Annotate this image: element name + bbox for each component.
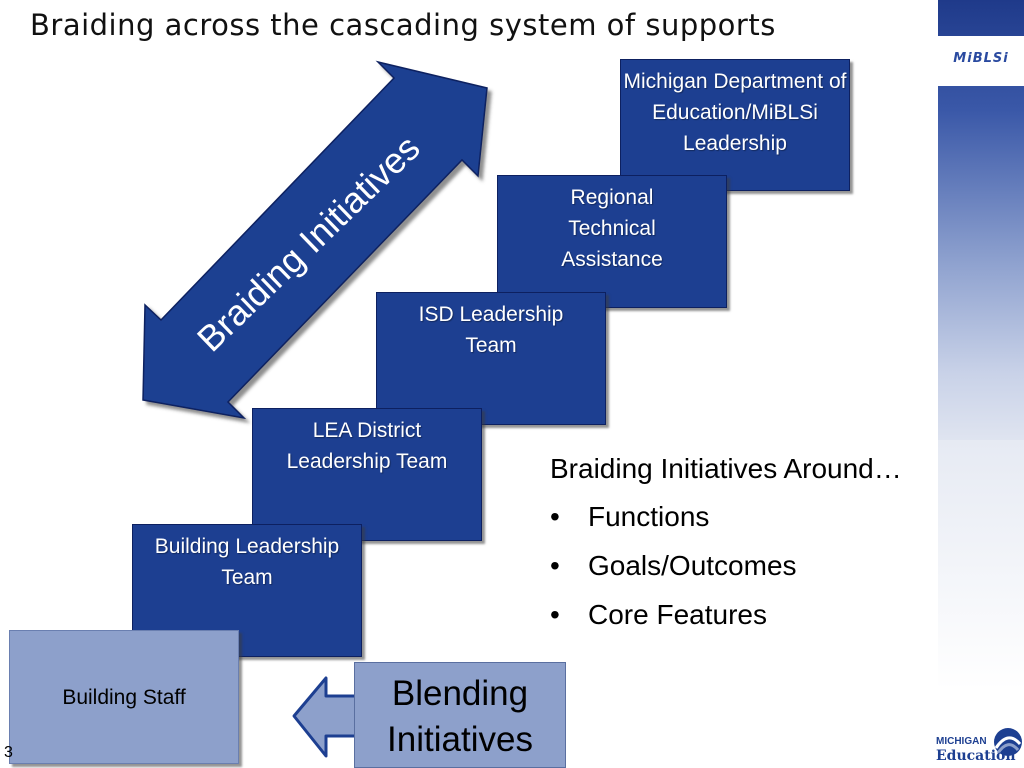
step-label: LEA District Leadership Team (286, 419, 448, 473)
step-box-regional: Regional Technical Assistance (497, 175, 727, 308)
bullet-heading: Braiding Initiatives Around… (550, 453, 902, 484)
step-label: Building Staff (62, 685, 186, 709)
slide-title: Braiding across the cascading system of … (30, 8, 776, 42)
bullet-text: Functions (588, 501, 710, 532)
step-box-isd: ISD Leadership Team (376, 292, 606, 425)
step-box-lea-district: LEA District Leadership Team (252, 408, 482, 541)
step-box-state-leadership: Michigan Department of Education/MiBLSi … (620, 59, 850, 191)
sidebar-logo-band (938, 36, 1024, 86)
page-number: 3 (4, 744, 13, 761)
blending-line-2: Initiatives (387, 720, 533, 759)
bullet-text: Core Features (588, 599, 767, 630)
blending-line-1: Blending (391, 674, 529, 713)
blending-initiatives-box: Blending Initiatives (354, 662, 566, 768)
step-label: ISD Leadership Team (418, 303, 564, 357)
mde-emblem-icon (994, 728, 1022, 756)
mde-logo-small-text: MICHIGAN (936, 736, 987, 747)
sidebar-lower-gradient (938, 440, 1024, 690)
step-label: Regional Technical Assistance (561, 186, 663, 271)
mde-logo-big-text: Education (936, 748, 1016, 764)
miblsi-logo: MiBLSi (953, 51, 1009, 66)
bullet-item: •Functions (550, 501, 710, 532)
step-label: Michigan Department of Education/MiBLSi … (623, 70, 847, 155)
sidebar-gradient: MiBLSi (938, 0, 1024, 440)
bullet-item: •Goals/Outcomes (550, 550, 797, 581)
michigan-education-logo: MICHIGAN Education (936, 722, 1022, 766)
braiding-bullet-list: Braiding Initiatives Around… •Functions … (550, 450, 950, 645)
step-label: Building Leadership Team (154, 535, 340, 589)
step-box-building-staff: Building Staff (9, 630, 239, 764)
bullet-text: Goals/Outcomes (588, 550, 797, 581)
bullet-item: •Core Features (550, 599, 767, 630)
